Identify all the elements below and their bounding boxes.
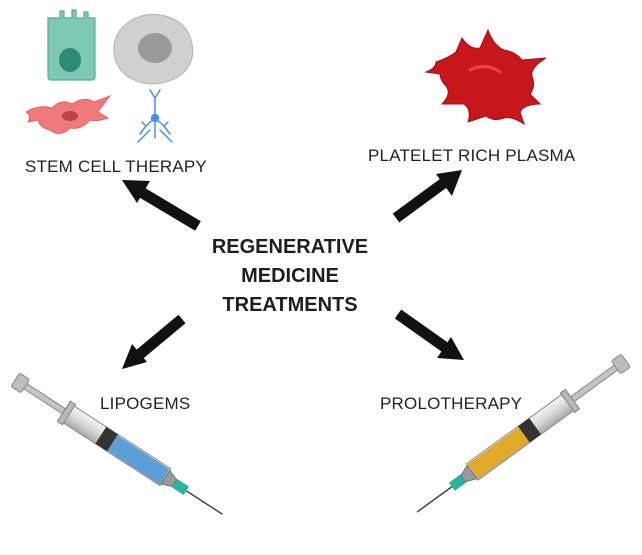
center-title-line-2: MEDICINE: [241, 265, 339, 287]
prolotherapy-label: PROLOTHERAPY: [380, 394, 523, 413]
neuron-cell-icon: [137, 89, 173, 143]
stem-cell-therapy-label: STEM CELL THERAPY: [25, 157, 207, 176]
fibroblast-cell-icon: [25, 94, 112, 134]
arrow-to-lipogems-icon: [122, 314, 186, 369]
center-title: REGENERATIVE MEDICINE TREATMENTS: [175, 233, 405, 320]
syringe-yellow-icon: [416, 354, 631, 513]
lipogems-label: LIPOGEMS: [100, 394, 191, 413]
platelet-rich-plasma-label: PLATELET RICH PLASMA: [368, 146, 576, 165]
epithelial-cell-icon: [47, 9, 96, 81]
syringe-blue-icon: [11, 373, 223, 515]
platelet-icon: [424, 28, 547, 126]
round-cell-icon: [113, 13, 194, 85]
center-title-line-3: TREATMENTS: [222, 294, 358, 316]
center-title-line-1: REGENERATIVE: [211, 236, 369, 258]
arrow-to-prolotherapy-icon: [394, 309, 464, 360]
arrow-to-prp-icon: [392, 170, 462, 223]
arrow-to-stem-cell-icon: [122, 180, 201, 231]
